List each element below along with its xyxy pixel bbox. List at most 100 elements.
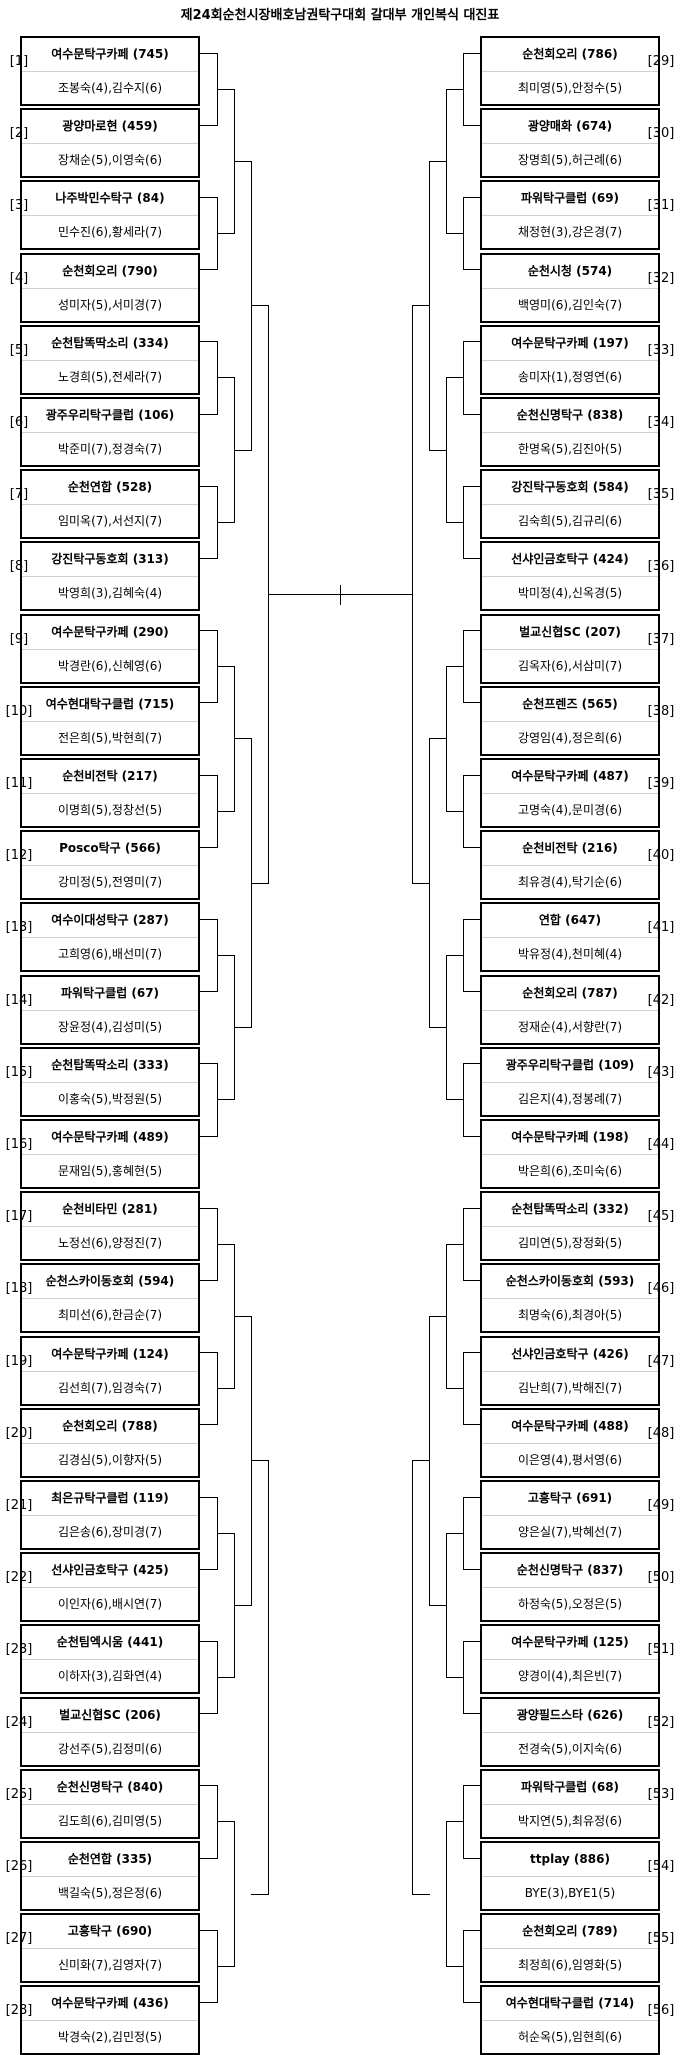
bracket-connector — [217, 955, 235, 956]
bracket-connector — [463, 413, 481, 415]
team-players: 최명숙(6),최경아(5) — [517, 1308, 623, 1323]
team-club: 광주우리탁구클럽 (109) — [482, 1049, 658, 1083]
bracket-connector — [463, 1424, 481, 1426]
team-players: 김도희(6),김미영(5) — [57, 1813, 163, 1828]
team-players: 최유경(4),탁기순(6) — [517, 875, 623, 890]
bracket-connector — [200, 630, 218, 632]
page-title: 제24회순천시장배호남권탁구대회 갈대부 개인복식 대진표 — [180, 8, 500, 23]
team-entry: 순천회오리 (787)정재순(4),서향란(7) — [480, 974, 660, 1045]
bracket-connector — [463, 1929, 481, 1931]
team-players: 임미옥(7),서선지(7) — [57, 514, 163, 529]
team-players: BYE(3),BYE1(5) — [524, 1886, 616, 1900]
team-entry: 순천연합 (335)백길숙(5),정은정(6) — [20, 1841, 200, 1911]
team-club: 순천회오리 (790) — [22, 255, 198, 289]
team-entry: 순천프렌즈 (565)강영임(4),정은희(6) — [480, 685, 660, 756]
bracket-connector — [217, 377, 235, 379]
team-entry: 선샤인금호탁구 (425)이인자(6),배시연(7) — [20, 1552, 200, 1623]
bracket-connector — [217, 1821, 235, 1823]
bracket-connector — [446, 1099, 464, 1101]
bracket-connector — [446, 88, 464, 90]
seed-number: [17] — [5, 1209, 33, 1225]
bracket-connector — [463, 485, 481, 487]
team-club: 순천스카이동호회 (594) — [22, 1265, 198, 1300]
bracket-connector — [463, 1857, 481, 1859]
seed-number: [5] — [9, 342, 29, 358]
team-players: 김숙희(5),김규리(6) — [517, 514, 623, 529]
bracket-connector — [234, 1316, 252, 1317]
team-players: 김선희(7),임경숙(7) — [57, 1380, 163, 1395]
team-club: 순천탑똑딱소리 (334) — [22, 327, 198, 361]
bracket-connector — [446, 1965, 464, 1967]
bracket-connector — [446, 377, 464, 379]
seed-number: [54] — [647, 1859, 675, 1874]
team-players: 허순옥(5),임현희(6) — [517, 2030, 623, 2045]
bracket-connector — [200, 2001, 218, 2003]
bracket-connector — [463, 1279, 481, 1281]
bracket-connector — [200, 702, 218, 704]
team-entry: 연합 (647)박유정(4),천미혜(4) — [480, 902, 660, 973]
bracket-connector — [463, 1640, 481, 1642]
seed-number: [39] — [647, 776, 675, 791]
team-club: 순천회오리 (789) — [482, 1915, 658, 1950]
team-club: 순천시청 (574) — [482, 255, 658, 289]
seed-number: [14] — [5, 992, 33, 1008]
team-players: 장윤정(4),김성미(5) — [57, 1019, 163, 1034]
team-club: 순천비전탁 (216) — [482, 832, 658, 867]
team-entry: 광양매화 (674)장명희(5),허근례(6) — [480, 108, 660, 179]
bracket-connector — [429, 1027, 447, 1029]
team-club: 벌교신협SC (206) — [22, 1699, 198, 1733]
bracket-connector — [200, 1135, 218, 1137]
team-entry: 고흥탁구 (691)양은실(7),박혜선(7) — [480, 1480, 660, 1550]
team-club: 순천탑똑딱소리 (333) — [22, 1049, 198, 1083]
seed-number: [36] — [647, 559, 675, 575]
team-players: 최미선(6),한금순(7) — [57, 1308, 163, 1323]
seed-number: [25] — [5, 1786, 33, 1802]
team-entry: 순천회오리 (789)최정희(6),임영화(5) — [480, 1913, 660, 1984]
team-entry: 여수이대성탁구 (287)고희영(6),배선미(7) — [20, 902, 200, 973]
bracket-connector — [234, 160, 252, 162]
bracket-connector — [200, 1279, 218, 1281]
team-club: 순천회오리 (787) — [482, 977, 658, 1011]
bracket-connector — [446, 1388, 464, 1390]
team-club: 순천비타민 (281) — [22, 1193, 198, 1228]
bracket-connector — [446, 1532, 464, 1534]
team-players: 고명숙(4),문미경(6) — [517, 803, 623, 817]
team-club: 선샤인금호탁구 (424) — [482, 543, 658, 578]
bracket-connector — [463, 52, 481, 54]
team-entry: 여수문탁구카페 (487)고명숙(4),문미경(6) — [480, 758, 660, 828]
bracket-connector — [412, 1460, 430, 1462]
bracket-connector — [200, 1929, 218, 1931]
team-entry: 순천회오리 (790)성미자(5),서미경(7) — [20, 252, 200, 323]
team-entry: 파워탁구클럽 (69)채정현(3),강은경(7) — [480, 180, 660, 251]
seed-number: [37] — [647, 631, 675, 647]
seed-number: [34] — [647, 415, 675, 430]
team-entry: 여수문탁구카페 (745)조봉숙(4),김수지(6) — [20, 36, 200, 106]
bracket-connector — [217, 1388, 235, 1390]
bracket-connector — [267, 1460, 269, 1895]
team-players: 노경희(5),전세라(7) — [57, 369, 163, 384]
bracket-connector — [200, 1713, 218, 1715]
seed-number: [42] — [647, 992, 675, 1008]
seed-number: [24] — [5, 1714, 33, 1730]
team-club: 순천연합 (528) — [22, 471, 198, 506]
bracket-connector — [463, 1713, 481, 1715]
bracket-connector — [463, 1785, 481, 1787]
team-club: 여수문탁구카페 (489) — [22, 1121, 198, 1155]
team-entry: 벌교신협SC (207)김옥자(6),서삼미(7) — [480, 613, 660, 684]
team-entry: 순천탑똑딱소리 (332)김미연(5),장정화(5) — [480, 1191, 660, 1262]
seed-number: [47] — [647, 1353, 675, 1369]
seed-number: [27] — [5, 1931, 33, 1947]
bracket-connector — [200, 341, 218, 343]
bracket-connector — [251, 1893, 269, 1895]
bracket-connector — [463, 630, 481, 632]
team-entry: 여수문탁구카페 (197)송미자(1),정영연(6) — [480, 324, 660, 395]
team-club: 파워탁구클럽 (67) — [22, 977, 198, 1011]
seed-number: [12] — [5, 848, 33, 864]
seed-number: [45] — [647, 1209, 675, 1225]
bracket-connector — [200, 413, 218, 415]
team-club: 순천연합 (335) — [22, 1843, 198, 1877]
team-players: 한명옥(5),김진아(5) — [517, 442, 623, 456]
team-players: 김은지(4),정봉례(7) — [517, 1091, 623, 1106]
bracket-connector — [217, 1243, 235, 1245]
